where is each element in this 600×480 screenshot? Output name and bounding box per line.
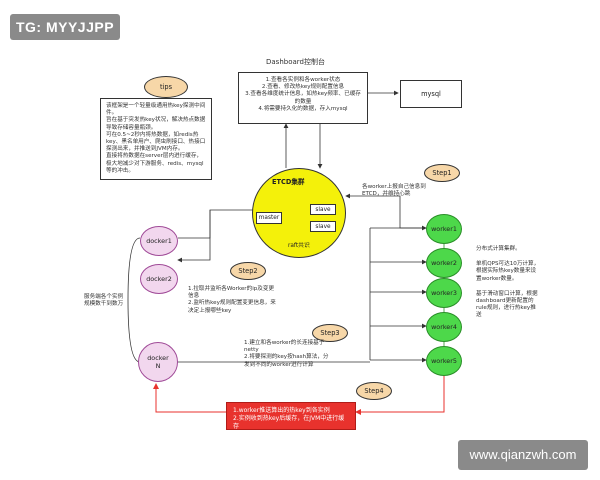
- docker-side-line: 服务端各个实例: [84, 294, 124, 300]
- dashboard-line: 2.查看、修改热key规则配置信息: [261, 84, 345, 91]
- step3-bubble: Step3: [312, 324, 348, 342]
- step1-bubble: Step1: [424, 164, 460, 182]
- worker-label: worker3: [431, 289, 457, 297]
- tips-line: 旨在基于突发热key状况，解决热点数据导致存储容量瓶颈。: [106, 117, 206, 131]
- step2-label: Step2: [238, 267, 258, 275]
- worker-3: worker3: [426, 278, 462, 308]
- etcd-master-label: master: [258, 215, 280, 221]
- tips-line: 直接将热数据在server层内进行缓存，极大地减少对下游服务、redis、mys…: [106, 153, 204, 174]
- page-title: Dashboard控制台: [266, 58, 325, 66]
- watermark-top: TG: MYYJJPP: [10, 14, 120, 40]
- docker-side-line: 规模数千到数万: [84, 301, 124, 308]
- worker-2: worker2: [426, 248, 462, 278]
- tips-label: tips: [159, 83, 173, 91]
- etcd-slave-label: slave: [315, 223, 331, 230]
- worker-4: worker4: [426, 312, 462, 342]
- mysql-box: mysql: [400, 80, 462, 108]
- worker-note: 基于滑动窗口计算，根据dashboard更新配置的rule规则，进行热key推送: [476, 290, 538, 319]
- tips-box: 该框架是一个轻量级通用热key探测中间件。 旨在基于突发热key状况，解决热点数…: [100, 98, 212, 180]
- docker-label: docker2: [146, 275, 172, 283]
- etcd-slave-1: slave: [310, 204, 336, 215]
- worker-label: worker4: [431, 323, 457, 331]
- docker-label: docker1: [146, 237, 172, 245]
- tips-bubble: tips: [144, 76, 188, 98]
- etcd-raft-label: raft共识: [288, 243, 310, 249]
- step3-label: Step3: [320, 329, 340, 337]
- etcd-slave-label: slave: [315, 206, 331, 213]
- tips-line: 该框架是一个轻量级通用热key探测中间件。: [106, 103, 206, 117]
- push-box: 1.worker推送算出的热key到各实例 2.实例收到热key后缓存，在JVM…: [226, 402, 356, 430]
- mysql-label: mysql: [421, 90, 441, 98]
- docker-1: docker1: [140, 226, 178, 256]
- etcd-master: master: [256, 212, 282, 224]
- tips-line: 可在0.5~2秒内将热数据，如redis热key、黑名单用户、爬虫刷接口、热接口…: [106, 131, 206, 153]
- dashboard-line: 3.查看各维度统计信息，如热key频率、已缓存的数量: [245, 91, 361, 105]
- worker-5: worker5: [426, 346, 462, 376]
- watermark-bottom: www.qianzwh.com: [458, 440, 588, 470]
- step2-desc: 1.拉取并监听各Worker的ip及变更信息 2.监听热key规则配置变更信息，…: [188, 286, 278, 315]
- worker-1: worker1: [426, 214, 462, 244]
- dashboard-box: 1.查看各实例和各worker状态 2.查看、修改热key规则配置信息 3.查看…: [238, 72, 368, 124]
- worker-note: 单机QPS可达10万计算，根据实际热key数量来设置worker数量。: [476, 261, 540, 282]
- step2-line: 1.拉取并监听各Worker的ip及变更信息: [188, 286, 275, 300]
- worker-label: worker1: [431, 225, 457, 233]
- step4-bubble: Step4: [356, 382, 392, 400]
- worker-label: worker2: [431, 259, 457, 267]
- dashboard-line: 1.查看各实例和各worker状态: [265, 77, 341, 83]
- docker-side-note: 服务端各个实例 规模数千到数万: [84, 294, 123, 308]
- etcd-slave-2: slave: [310, 221, 336, 232]
- step2-line: 2.监听热key规则配置变更信息，来决定上报哪些key: [188, 300, 276, 314]
- push-line: 1.worker推送算出的热key到各实例: [233, 407, 330, 414]
- push-line: 2.实例收到热key后缓存，在JVM中进行缓存: [233, 415, 345, 430]
- step1-line: 各worker上报自己信息到: [362, 184, 426, 190]
- step1-line: ETCD，并维持心跳: [362, 191, 411, 198]
- docker-2: docker2: [140, 264, 178, 294]
- step4-label: Step4: [364, 387, 384, 395]
- step3-line: 2.将要探测的key按hash算法，分发到不同的worker进行计算: [244, 354, 329, 368]
- etcd-title: ETCD集群: [272, 178, 305, 186]
- worker-label: worker5: [431, 357, 457, 365]
- docker-n: docker N: [138, 342, 178, 382]
- docker-label: docker N: [147, 354, 169, 370]
- worker-note: 分布式计算集群。: [476, 246, 521, 252]
- worker-notes: 分布式计算集群。 单机QPS可达10万计算，根据实际热key数量来设置worke…: [476, 246, 540, 320]
- step1-desc: 各worker上报自己信息到 ETCD，并维持心跳: [362, 184, 426, 198]
- step1-label: Step1: [432, 169, 452, 177]
- step3-line: 1.建立和各worker的长连接基于netty: [244, 340, 325, 354]
- dashboard-line: 4.将需要持久化的数据，存入mysql: [258, 105, 348, 112]
- step2-bubble: Step2: [230, 262, 266, 280]
- step3-desc: 1.建立和各worker的长连接基于netty 2.将要探测的key按hash算…: [244, 340, 330, 369]
